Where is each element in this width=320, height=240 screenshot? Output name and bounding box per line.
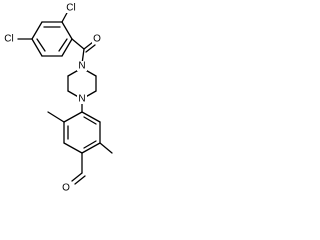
- cl-ortho-label: Cl: [66, 3, 75, 14]
- lower-double-bond-1: [83, 116, 97, 125]
- piperazine-n-bottom-label: N: [78, 94, 85, 105]
- cl-para-label-bg: [1, 34, 16, 45]
- carbonyl-double-bond-1: [83, 41, 94, 50]
- lower-ring-bond-3: [81, 142, 101, 154]
- piperazine-n-top-label: N: [78, 61, 85, 72]
- cl-para-label: Cl: [4, 34, 13, 45]
- methyl-bond-right: [99, 142, 113, 154]
- ring-bond-3: [31, 21, 43, 40]
- cl-ortho-label-bg: [64, 2, 78, 13]
- ring-bond-4: [31, 38, 43, 57]
- chemical-structure: Cl Cl O N N O: [1, 2, 113, 194]
- piperazine-n-top-label-bg: [77, 61, 87, 71]
- carbonyl-double-bond-2: [85, 44, 96, 53]
- carbonyl-o-label: O: [93, 34, 101, 45]
- ring-double-bond-3: [58, 38, 68, 52]
- aryl-carbonyl-bond: [71, 38, 85, 50]
- aldehyde-o-label-bg: [61, 183, 71, 193]
- lower-ring-bond-4: [63, 142, 83, 154]
- ring-double-bond-2: [36, 38, 46, 52]
- dimethylbenzaldehyde-ring: [47, 111, 113, 154]
- ring-bond-1: [61, 21, 73, 40]
- dichlorophenyl-ring: [17, 10, 73, 57]
- aldehyde-group: [71, 152, 86, 185]
- aldehyde-o-label: O: [62, 183, 70, 194]
- piperazine-n-bottom-label-bg: [77, 94, 87, 104]
- structure-canvas: Cl Cl O N N O: [0, 0, 119, 198]
- lower-ring-bond-1: [81, 111, 101, 123]
- methyl-bond-left: [47, 111, 65, 123]
- aldehyde-double-bond-2: [74, 175, 86, 185]
- lower-double-bond-3: [83, 140, 97, 149]
- piperazine-ring: [67, 67, 97, 113]
- aldehyde-double-bond-1: [71, 172, 83, 182]
- atom-labels: Cl Cl O N N O: [1, 2, 102, 194]
- lower-ring-bond-6: [63, 111, 83, 123]
- ring-bond-6: [61, 38, 73, 57]
- carbonyl-o-label-bg: [92, 34, 102, 44]
